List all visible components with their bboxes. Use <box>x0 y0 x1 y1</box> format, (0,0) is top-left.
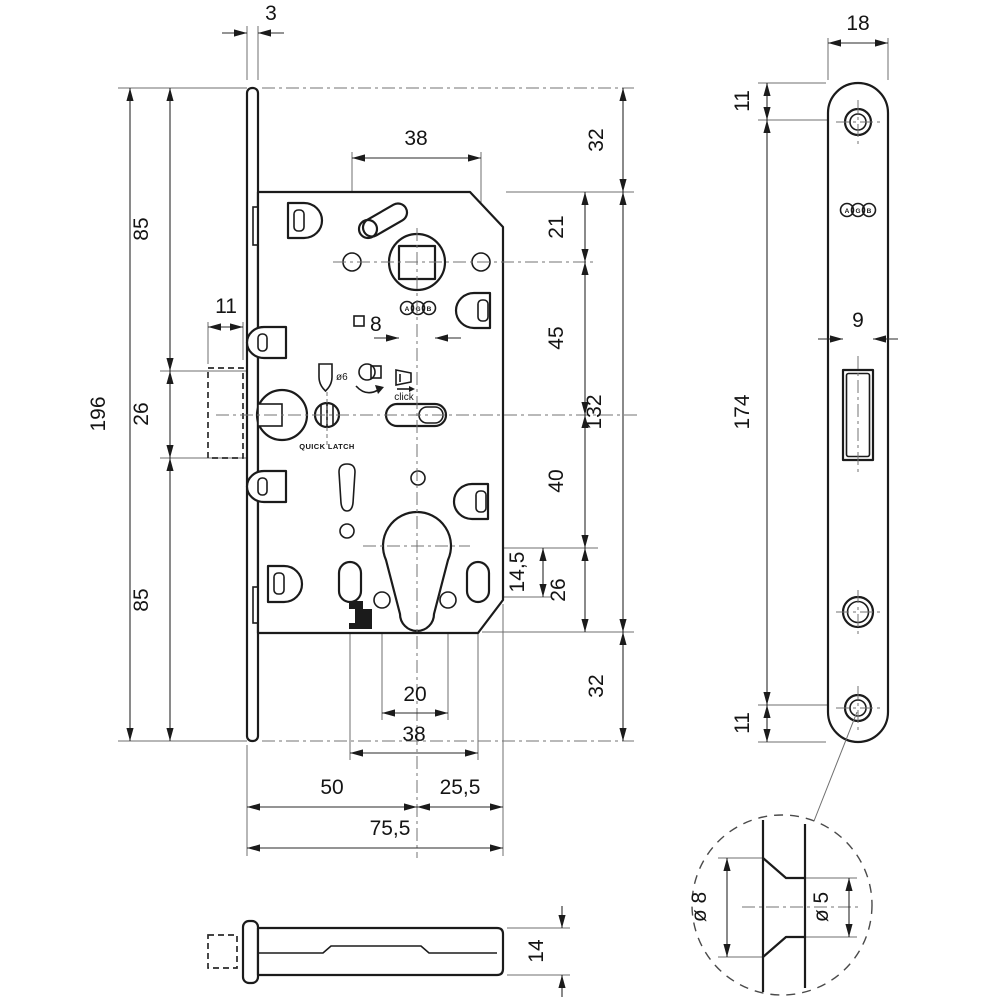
dim-backset: 50 <box>320 776 343 799</box>
detail-circle <box>691 814 873 996</box>
edge-fin-bottom <box>245 469 288 504</box>
logo-letter-a: A <box>405 306 410 313</box>
dim-faceplate-thickness: 3 <box>265 2 277 25</box>
fixing-hole-bottom-left <box>266 564 304 604</box>
latch-bottom-view <box>207 919 505 985</box>
dim-cylinder-to-holes: 14,5 <box>506 552 529 593</box>
click-icon <box>395 369 415 392</box>
dim-latch-window-width: 9 <box>852 309 864 332</box>
magnet-zone-dashed <box>207 367 244 459</box>
dim-spindle-square: 8 <box>353 313 382 336</box>
logo-letter-g: G <box>415 306 420 313</box>
stop-bracket <box>349 601 372 629</box>
logo-letter-g2: G <box>855 208 860 215</box>
dim-body-behind: 25,5 <box>440 776 481 799</box>
dim-handle-to-top: 21 <box>545 215 568 238</box>
latch-body-groove <box>258 945 497 954</box>
dim-faceplate-width: 18 <box>846 12 869 35</box>
dim-handle-to-center: 45 <box>545 326 568 349</box>
magnet-dashed <box>207 934 238 969</box>
quick-latch-label: QUICK LATCH <box>299 442 355 451</box>
euro-cylinder-hole <box>381 510 453 633</box>
edge-fin-top <box>245 325 288 360</box>
dim-latch-height: 14 <box>525 939 548 963</box>
agb-logo-body: A G B <box>399 300 437 316</box>
lever-spring <box>357 202 409 240</box>
oval-hole-right <box>465 560 491 604</box>
dim-offset-top: 32 <box>585 128 608 151</box>
dim-hole-spacing-bottom: 38 <box>402 723 425 746</box>
dim-height-total: 196 <box>87 396 110 431</box>
dim-handle-spacing-top: 38 <box>404 127 427 150</box>
dim-countersink-inner: ø 5 <box>810 892 833 922</box>
dim-latch-pin-diameter: ø6 <box>336 372 348 383</box>
dim-screw-spacing: 20 <box>403 683 426 706</box>
latch-body <box>256 926 505 977</box>
logo-letter-b: B <box>427 306 432 313</box>
dim-total-depth: 75,5 <box>370 817 411 840</box>
dim-center-to-cylinder: 40 <box>545 469 568 492</box>
dim-screw-bottom-offset: 11 <box>731 712 754 734</box>
small-hole-center <box>410 470 426 486</box>
latch-head <box>241 919 260 985</box>
detail-leader-line <box>813 711 858 822</box>
centerlines <box>216 87 880 908</box>
dim-magnet-height: 26 <box>130 402 153 425</box>
dim-height-bottom: 85 <box>130 588 153 611</box>
agb-logo-faceplate: A G B <box>839 202 877 218</box>
fixing-hole-top-left <box>286 201 324 240</box>
cylinder-screw-hole-right <box>439 591 457 609</box>
dim-screw-top-offset: 11 <box>731 90 754 112</box>
dim-body-height: 132 <box>583 394 606 429</box>
small-hole-left <box>339 523 355 539</box>
logo-letter-b2: B <box>867 208 872 215</box>
dim-offset-bottom: 32 <box>585 674 608 697</box>
spring-slot <box>338 463 356 512</box>
lock-body-outline <box>256 190 505 635</box>
fixing-hole-bottom-right <box>452 482 490 521</box>
dim-magnet-width: 11 <box>215 295 237 318</box>
click-label: click <box>394 392 414 403</box>
countersink-detail-view <box>691 711 873 996</box>
latch-pin <box>318 363 333 393</box>
cylinder-screw-hole-left <box>373 591 391 609</box>
dimension-labels: 3 196 85 26 85 11 38 32 21 45 132 40 14,… <box>87 2 870 963</box>
dim-spindle-square-value: 8 <box>370 313 382 336</box>
dim-countersink-outer: ø 8 <box>688 892 711 922</box>
latch-flip-icon <box>355 363 384 394</box>
dim-height-top: 85 <box>130 217 153 240</box>
dim-screw-spacing-faceplate: 174 <box>731 394 754 429</box>
dimension-lines <box>126 29 898 997</box>
fixing-hole-top-right <box>454 291 492 330</box>
dim-cylinder-to-bottom: 26 <box>547 578 570 601</box>
logo-letter-a2: A <box>845 208 850 215</box>
